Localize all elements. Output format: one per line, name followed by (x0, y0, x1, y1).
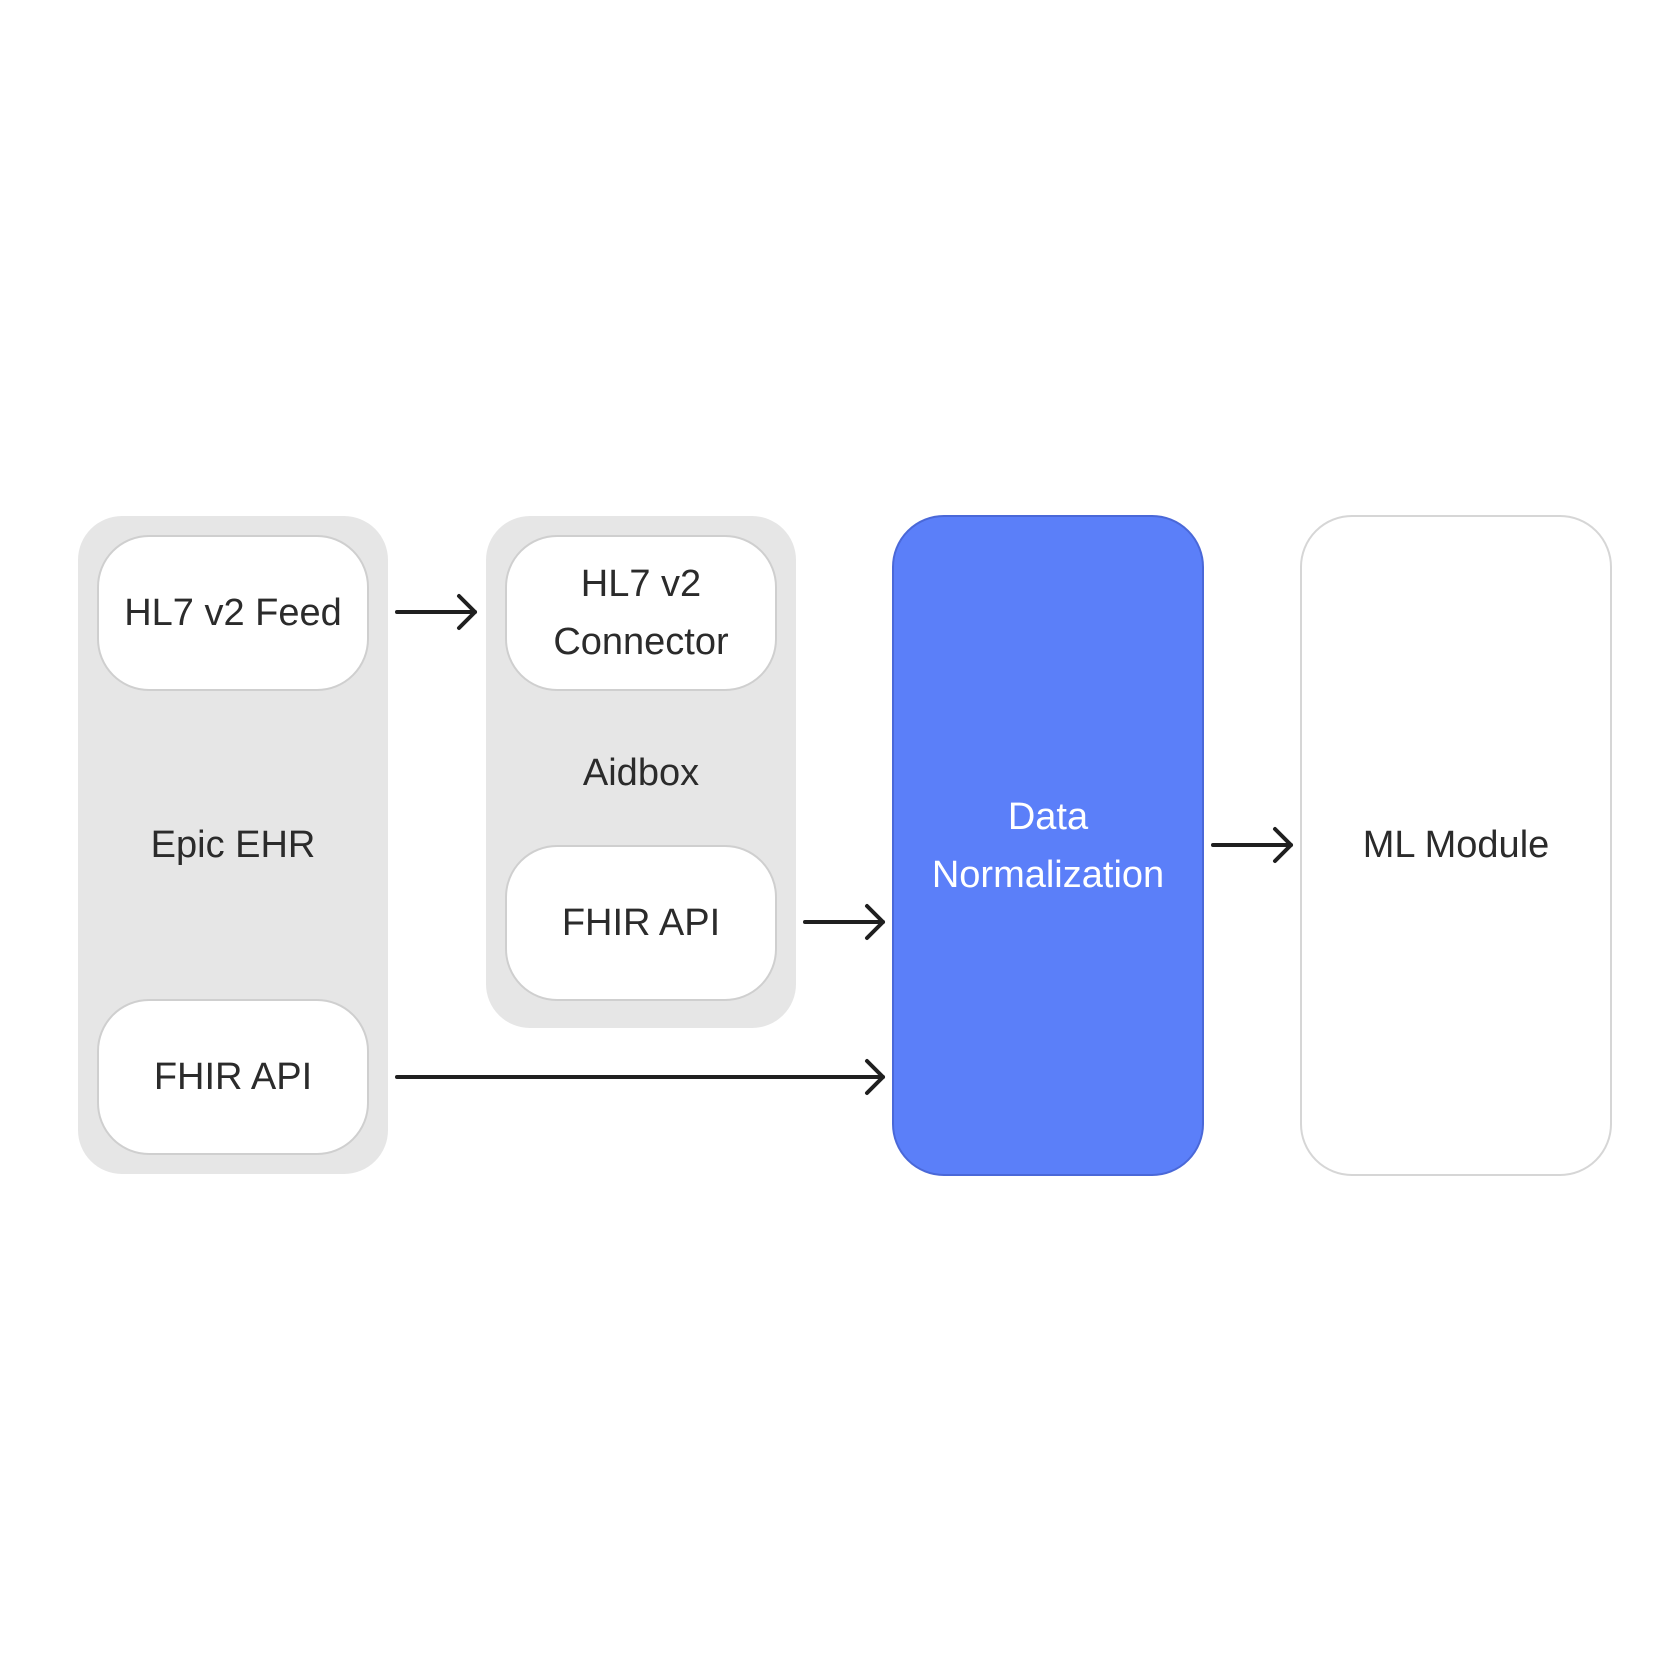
data-normalization-label: Data Normalization (931, 795, 1165, 896)
arrow-feed-to-connector (395, 594, 477, 630)
data-normalization-node[interactable]: Data Normalization (892, 515, 1204, 1176)
ml-module-node[interactable]: ML Module (1300, 515, 1612, 1176)
epic-fhir-api-node[interactable]: FHIR API (97, 999, 369, 1155)
hl7-v2-feed-label: HL7 v2 Feed (124, 592, 342, 634)
arrow-normalization-to-ml (1211, 827, 1293, 863)
hl7-v2-connector-node[interactable]: HL7 v2 Connector (505, 535, 777, 691)
arrow-epic-fhir-to-normalization (395, 1059, 885, 1095)
hl7-v2-feed-node[interactable]: HL7 v2 Feed (97, 535, 369, 691)
arrow-aidbox-fhir-to-normalization (803, 904, 885, 940)
aidbox-fhir-api-node[interactable]: FHIR API (505, 845, 777, 1001)
aidbox-fhir-api-label: FHIR API (561, 902, 721, 944)
ml-module-label: ML Module (1362, 824, 1550, 866)
epic-fhir-api-label: FHIR API (153, 1056, 313, 1098)
epic-ehr-group: HL7 v2 Feed Epic EHR FHIR API (78, 516, 388, 1174)
hl7-v2-connector-label: HL7 v2 Connector (553, 563, 729, 663)
aidbox-group: HL7 v2 Connector Aidbox FHIR API (486, 516, 796, 1028)
epic-ehr-label: Epic EHR (150, 824, 316, 866)
aidbox-label: Aidbox (582, 752, 700, 794)
